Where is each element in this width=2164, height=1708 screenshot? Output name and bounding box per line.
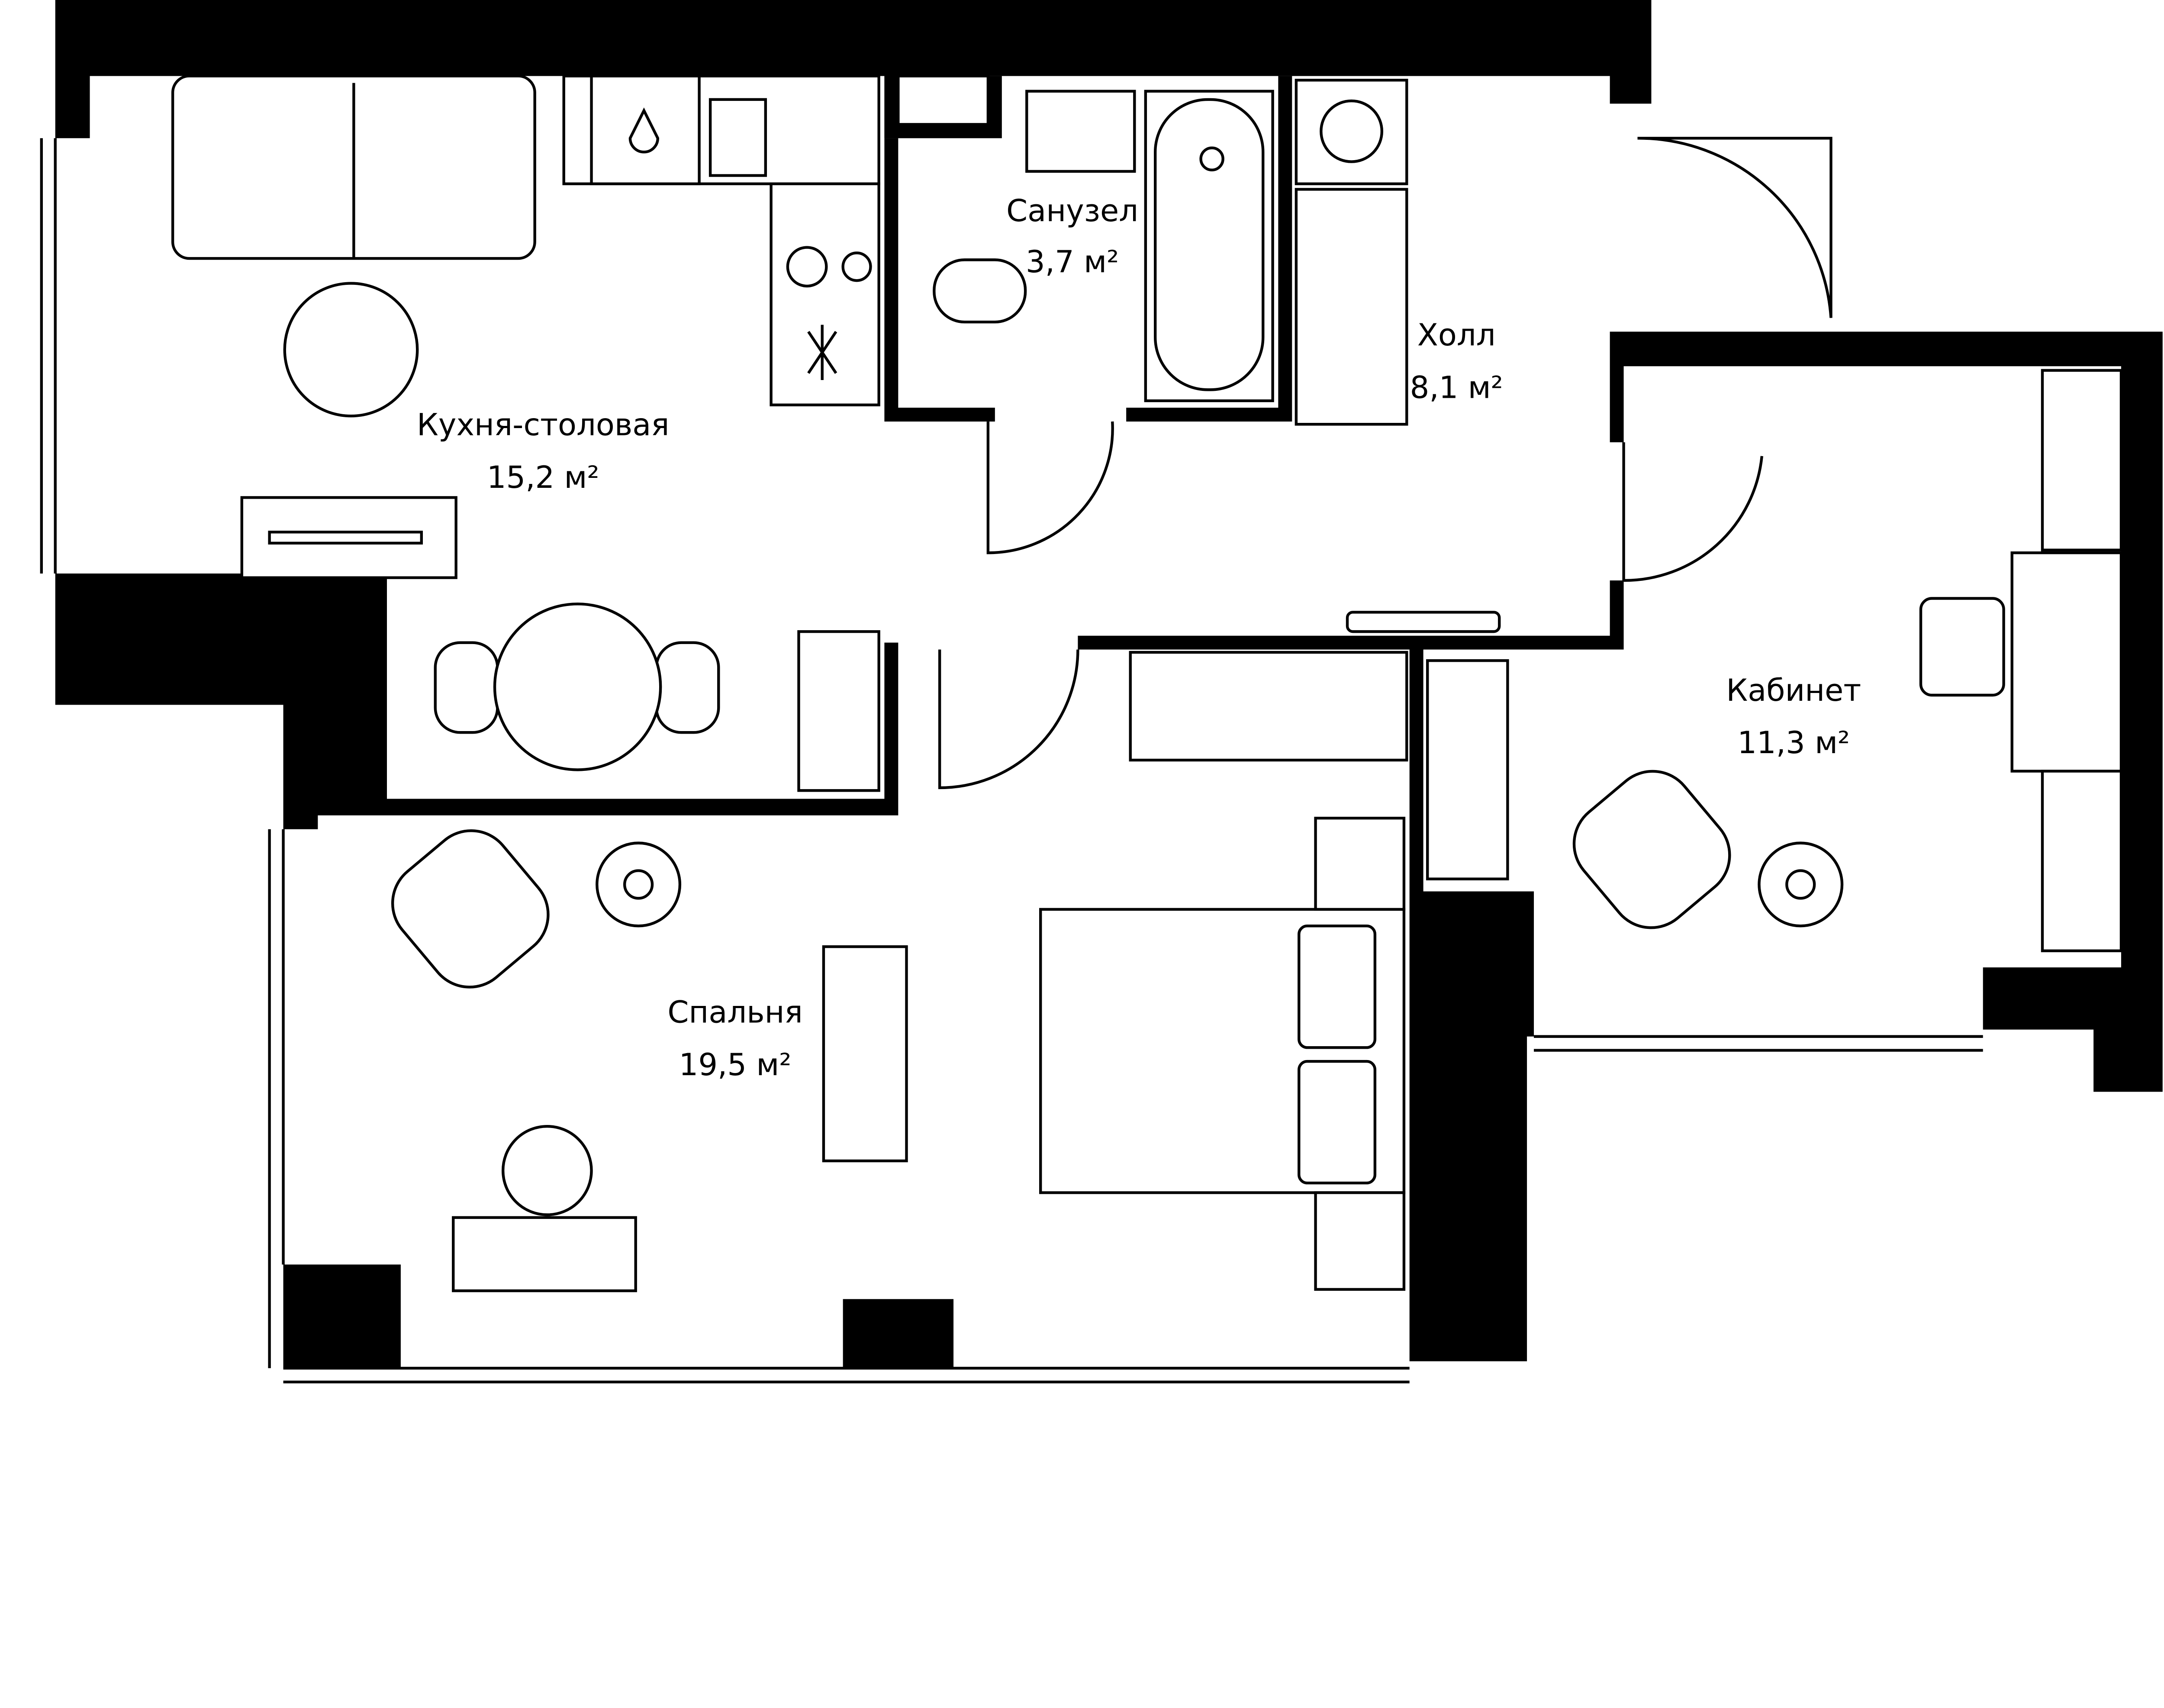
left-mid-wall — [55, 574, 898, 829]
room-name-hall: Холл — [1417, 317, 1496, 353]
side-table-inner — [1785, 869, 1816, 900]
water-drop-icon — [628, 107, 659, 154]
room-labels: Кухня-столовая 15,2 м² Санузел 3,7 м² Хо… — [417, 193, 1861, 1083]
floor-plan: Кухня-столовая 15,2 м² Санузел 3,7 м² Хо… — [40, 0, 2163, 1384]
shelf — [797, 630, 880, 792]
entrance-door — [1637, 137, 1832, 318]
washbasin — [1025, 90, 1136, 173]
armchair — [1572, 770, 1731, 929]
room-area-bathroom: 3,7 м² — [1026, 244, 1119, 280]
dining-table — [493, 603, 662, 771]
bathroom-wall — [884, 138, 995, 422]
doors — [938, 137, 1832, 790]
room-name-kitchen: Кухня-столовая — [417, 407, 670, 443]
hall-right-wall — [1610, 332, 2163, 1092]
room-name-bathroom: Санузел — [1006, 193, 1138, 229]
top-wall — [55, 0, 1652, 139]
study-furniture — [1346, 369, 2123, 952]
bookshelf — [2041, 770, 2123, 952]
pillow — [1298, 1060, 1377, 1185]
dining-chair — [434, 641, 499, 734]
hall-bench — [1346, 611, 1501, 633]
dishwasher-icon — [807, 325, 837, 380]
study-door — [1622, 442, 1764, 582]
bathroom-door — [986, 421, 1114, 554]
bedroom-furniture — [391, 651, 1509, 1292]
kitchen-furniture — [171, 74, 880, 792]
washing-machine-icon — [1320, 99, 1384, 163]
dining-chair — [655, 641, 720, 734]
hob-burner — [841, 251, 872, 282]
office-chair — [1919, 597, 2005, 697]
hob-burner — [786, 246, 828, 288]
sink — [708, 98, 767, 177]
nightstand — [1314, 816, 1406, 911]
armchair — [391, 829, 550, 989]
cabinet — [1426, 659, 1509, 880]
bedroom-door — [938, 649, 1079, 790]
dresser — [452, 1216, 637, 1292]
desk — [2010, 551, 2123, 773]
counter-side — [770, 182, 880, 406]
bathtub-inner — [1154, 98, 1265, 391]
side-table-inner — [623, 869, 654, 900]
wardrobe-bedroom — [1129, 651, 1408, 762]
fridge — [590, 74, 701, 185]
room-area-hall: 8,1 м² — [1410, 370, 1503, 406]
bottom-mid-pillar — [843, 1299, 954, 1368]
corridor-wall — [1078, 580, 1624, 1361]
bottom-left-wall — [283, 1264, 401, 1368]
room-name-bedroom: Спальня — [667, 995, 802, 1030]
room-area-bedroom: 19,5 м² — [679, 1047, 792, 1083]
tv — [268, 531, 423, 545]
room-area-kitchen: 15,2 м² — [487, 460, 599, 495]
bookshelf — [2041, 369, 2123, 551]
bathroom-fixtures — [933, 78, 1408, 426]
coffee-table — [283, 282, 419, 418]
toilet — [933, 258, 1027, 324]
pouf — [502, 1125, 593, 1216]
pillow — [1298, 925, 1377, 1049]
shaft — [897, 74, 990, 126]
room-name-study: Кабинет — [1726, 673, 1861, 708]
room-area-study: 11,3 м² — [1737, 725, 1850, 761]
drain — [1199, 146, 1224, 171]
wardrobe-hall — [1295, 188, 1408, 426]
rug — [822, 945, 908, 1163]
walls — [40, 0, 2163, 1384]
nightstand — [1314, 1191, 1406, 1291]
